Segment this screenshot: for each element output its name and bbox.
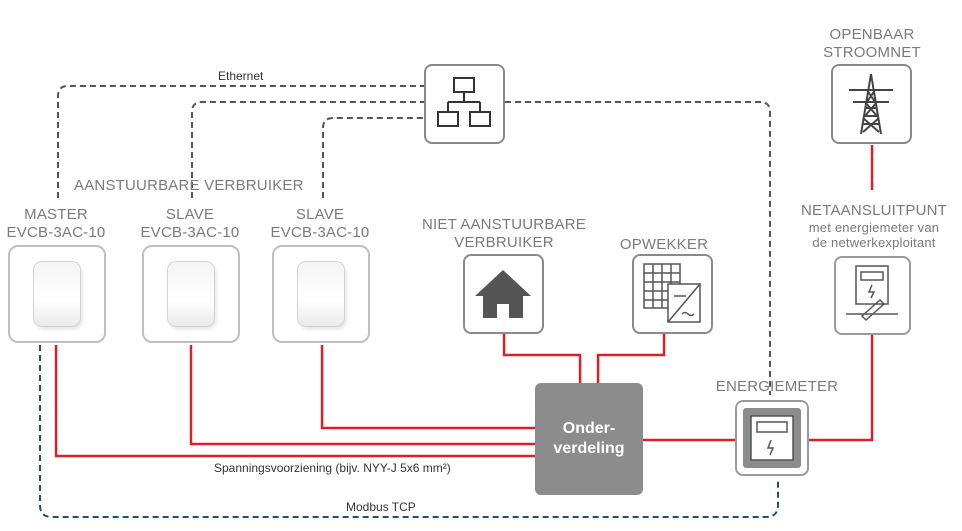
power-pylon-icon [849,73,893,135]
house-icon [475,270,531,318]
generator [632,254,713,334]
noncontrollable-label-line1: NIET AANSTUURBARE [422,216,586,233]
ethernet-line-slave2 [322,117,424,198]
power-line-slave2 [320,345,535,430]
ethernet-line-master [57,85,424,198]
electricity-meter-icon [846,265,898,322]
distribution-box: Onder- verdeling [535,383,643,495]
power-line-consumer [502,333,582,383]
network-switch [424,64,505,144]
slave1-label-line2: EVCB-3AC-10 [140,224,240,241]
slave1-charger [142,245,240,343]
connection-label-line2: met energiemeter van [808,220,940,235]
electricity-meter-icon [750,415,794,461]
energy-meter [735,400,809,476]
modbus-line [39,345,779,518]
master-charger [8,245,106,343]
noncontrollable-consumer [463,254,544,334]
wallbox-charger-icon [298,262,344,326]
connection-point [834,256,911,335]
generator-label: OPWEKKER [619,236,709,253]
network-switch-icon [437,77,491,127]
power-supply-label: Spanningsvoorziening (bijv. NYY-J 5x6 mm… [214,461,451,475]
power-line-generator [596,333,666,383]
wallbox-charger-icon [168,262,214,326]
master-label-line1: MASTER [24,206,88,223]
ethernet-lines [57,85,771,395]
public-grid [831,64,912,144]
slave1-label: SLAVE EVCB-3AC-10 [136,206,244,242]
master-label: MASTER EVCB-3AC-10 [2,206,110,242]
master-label-line2: EVCB-3AC-10 [6,224,106,241]
controllable-consumers-title: AANSTUURBARE VERBRUIKER [74,177,304,194]
energymeter-label: ENERGIEMETER [715,378,839,395]
power-line-meter-to-connection [809,335,874,442]
solar-inverter-icon [643,263,701,323]
wallbox-charger-icon [34,262,80,326]
power-line-master [54,345,535,458]
slave2-label: SLAVE EVCB-3AC-10 [266,206,374,242]
grid-label-line1: OPENBAAR [829,26,915,43]
ethernet-label: Ethernet [218,69,264,83]
meter-body [743,408,801,468]
power-line-slave1 [189,345,535,446]
connection-label-line3: de netwerkexploitant [812,235,936,250]
ethernet-line-energymeter [505,101,771,395]
noncontrollable-label: NIET AANSTUURBARE VERBRUIKER [414,216,594,252]
ethernet-line-slave1 [191,101,424,198]
slave1-label-line1: SLAVE [165,206,215,223]
grid-label-line2: STROOMNET [823,44,921,61]
slave2-label-line2: EVCB-3AC-10 [270,224,370,241]
modbus-label: Modbus TCP [346,500,416,514]
connection-label-line1: NETAANSLUITPUNT [800,202,948,219]
connection-label: NETAANSLUITPUNT met energiemeter van de … [786,202,962,250]
power-lines [54,145,874,458]
slave2-charger [272,245,370,343]
slave2-label-line1: SLAVE [295,206,345,223]
grid-label: OPENBAAR STROOMNET [802,26,942,62]
noncontrollable-label-line2: VERBRUIKER [454,234,554,251]
distribution-label-line1: Onder- [562,420,616,437]
distribution-label-line2: verdeling [553,440,625,457]
